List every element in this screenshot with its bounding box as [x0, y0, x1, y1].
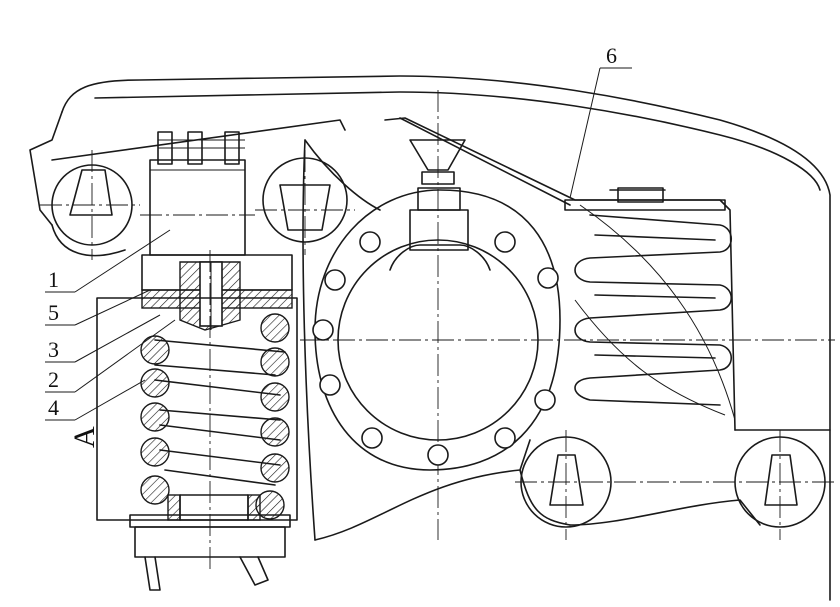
label-6: 6 — [606, 43, 617, 68]
label-3: 3 — [48, 337, 59, 362]
callouts: 1 5 3 2 4 6 A — [45, 43, 632, 448]
top-adjuster — [409, 139, 469, 251]
label-4: 4 — [48, 395, 59, 420]
left-bolt-boss — [40, 150, 140, 260]
label-2: 2 — [48, 367, 59, 392]
label-5: 5 — [48, 300, 59, 325]
view-label-a: A — [68, 426, 101, 448]
label-1: 1 — [48, 267, 59, 292]
right-spring — [564, 187, 736, 421]
bottom-bolt-bosses — [515, 430, 835, 540]
middle-bolt-boss — [255, 150, 355, 255]
body-outline — [29, 75, 831, 601]
left-spring-assembly — [96, 131, 298, 591]
bearing-housing — [300, 90, 835, 540]
